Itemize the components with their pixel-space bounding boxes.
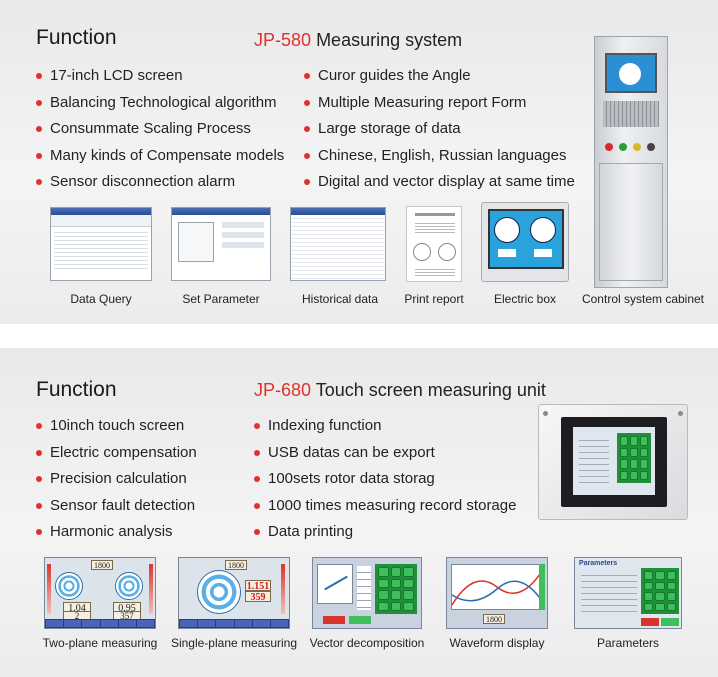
parameters-screenshot: Parameters [574, 557, 682, 629]
jp680-product-title: JP-680 Touch screen measuring unit [254, 380, 546, 401]
parameters-keypad [641, 568, 679, 614]
feature-item: Chinese, English, Russian languages [304, 147, 575, 174]
jp580-model: JP-580 [254, 30, 312, 50]
single-plane-angle: 359 [245, 591, 271, 603]
two-plane-screenshot: 1800 1.04 2 0.95 357 [44, 557, 156, 629]
jp680-product-name: Touch screen measuring unit [315, 380, 546, 400]
single-plane-polar [197, 570, 241, 614]
feature-item: Balancing Technological algorithm [36, 94, 284, 121]
feature-item: 17-inch LCD screen [36, 67, 284, 94]
feature-item: Curor guides the Angle [304, 67, 575, 94]
vector-keypad [375, 564, 417, 614]
caption-electric-box: Electric box [493, 292, 557, 306]
feature-item: Many kinds of Compensate models [36, 147, 284, 174]
caption-historical-data: Historical data [301, 292, 379, 306]
caption-control-cabinet: Control system cabinet [581, 292, 705, 306]
feature-item: Precision calculation [36, 470, 197, 497]
set-parameter-screenshot [171, 207, 271, 281]
jp580-features-left: 17-inch LCD screen Balancing Technologic… [36, 67, 284, 200]
feature-item: Data printing [254, 523, 516, 550]
single-plane-screenshot: 1800 1.151 359 [178, 557, 290, 629]
data-query-screenshot [50, 207, 152, 281]
caption-data-query: Data Query [70, 292, 132, 306]
historical-data-screenshot [290, 207, 386, 281]
feature-item: Sensor disconnection alarm [36, 173, 284, 200]
jp580-product-title: JP-580 Measuring system [254, 30, 462, 51]
jp680-function-heading: Function [36, 378, 117, 401]
jp680-features-right: Indexing function USB datas can be expor… [254, 417, 516, 550]
parameters-title: Parameters [579, 560, 618, 567]
feature-item: Harmonic analysis [36, 523, 197, 550]
feature-item: USB datas can be export [254, 444, 516, 471]
waveform-chart [451, 564, 541, 610]
print-report-screenshot [406, 206, 462, 282]
jp580-panel: Function JP-580 Measuring system 17-inch… [0, 0, 718, 324]
caption-single-plane: Single-plane measuring [170, 636, 298, 650]
electric-box-screenshot [481, 202, 569, 282]
jp680-model: JP-680 [254, 380, 312, 400]
feature-item: Multiple Measuring report Form [304, 94, 575, 121]
feature-item: Sensor fault detection [36, 497, 197, 524]
caption-vector-decomposition: Vector decomposition [309, 636, 425, 650]
jp580-features-right: Curor guides the Angle Multiple Measurin… [304, 67, 575, 200]
feature-item: Electric compensation [36, 444, 197, 471]
waveform-screenshot: 1800 [446, 557, 548, 629]
feature-item: Consummate Scaling Process [36, 120, 284, 147]
jp580-function-heading: Function [36, 26, 117, 49]
vector-decomposition-screenshot [312, 557, 422, 629]
feature-item: 10inch touch screen [36, 417, 197, 444]
two-plane-speed: 1800 [91, 560, 113, 570]
single-plane-value: 1.151 [245, 580, 271, 592]
caption-print-report: Print report [404, 292, 464, 306]
caption-two-plane: Two-plane measuring [42, 636, 158, 650]
feature-item: 100sets rotor data storag [254, 470, 516, 497]
feature-item: Indexing function [254, 417, 516, 444]
right-plane-polar [115, 572, 143, 600]
caption-waveform: Waveform display [449, 636, 545, 650]
feature-item: Digital and vector display at same time [304, 173, 575, 200]
touch-screen-unit-image [538, 404, 688, 520]
left-plane-polar [55, 572, 83, 600]
waveform-speed: 1800 [483, 614, 505, 624]
jp580-product-name: Measuring system [316, 30, 463, 50]
jp680-features-left: 10inch touch screen Electric compensatio… [36, 417, 197, 550]
feature-item: Large storage of data [304, 120, 575, 147]
single-plane-speed: 1800 [225, 560, 247, 570]
caption-set-parameter: Set Parameter [182, 292, 260, 306]
feature-item: 1000 times measuring record storage [254, 497, 516, 524]
control-cabinet-image [594, 36, 668, 288]
caption-parameters: Parameters [596, 636, 660, 650]
